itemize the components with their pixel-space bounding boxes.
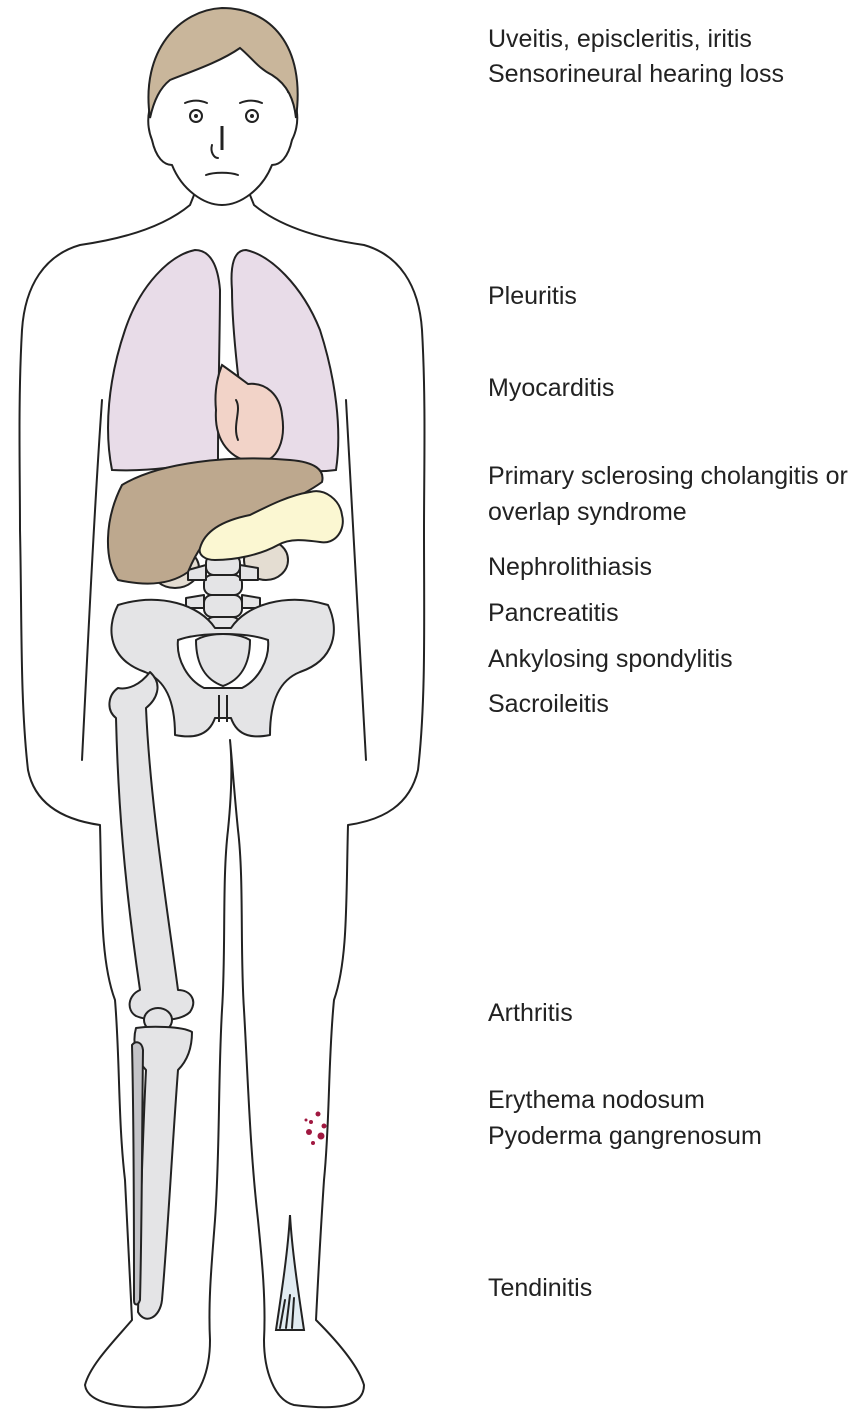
label-myocarditis: Myocarditis (488, 370, 614, 406)
label-psc-line1: Primary sclerosing cholangitis or (488, 458, 848, 494)
label-tendinitis: Tendinitis (488, 1270, 592, 1306)
label-arthritis: Arthritis (488, 995, 573, 1031)
label-nephrolithiasis: Nephrolithiasis (488, 549, 652, 585)
fibula (132, 1042, 143, 1304)
label-skin-line2: Pyoderma gangrenosum (488, 1118, 762, 1154)
label-psc-line2: overlap syndrome (488, 494, 687, 530)
label-pleuritis: Pleuritis (488, 278, 577, 314)
label-pancreatitis: Pancreatitis (488, 595, 619, 631)
label-eye-line1: Uveitis, episcleritis, iritis (488, 21, 752, 57)
label-ankylosing-spondylitis: Ankylosing spondylitis (488, 641, 733, 677)
label-eye-line2: Sensorineural hearing loss (488, 56, 784, 92)
label-sacroileitis: Sacroileitis (488, 686, 609, 722)
label-skin-line1: Erythema nodosum (488, 1082, 705, 1118)
